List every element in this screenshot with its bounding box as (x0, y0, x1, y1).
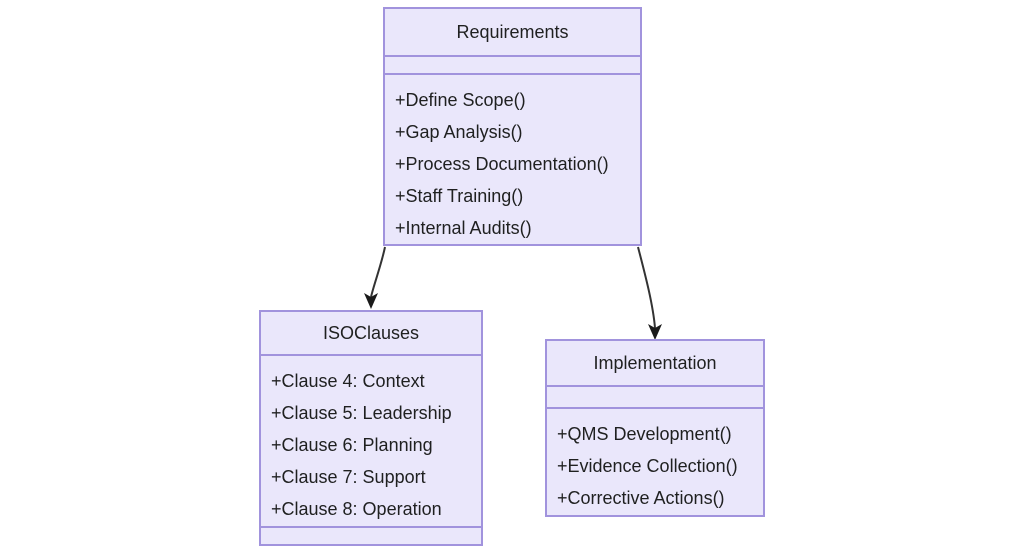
class-method: +Define Scope() (395, 90, 526, 110)
class-methods-implementation: +QMS Development() +Evidence Collection(… (547, 409, 763, 515)
class-method: +Gap Analysis() (395, 122, 523, 142)
class-attributes-implementation (547, 387, 763, 409)
class-method: +Staff Training() (395, 186, 524, 206)
class-method: +Internal Audits() (395, 218, 532, 238)
class-title-implementation: Implementation (547, 341, 763, 387)
uml-class-requirements[interactable]: Requirements +Define Scope() +Gap Analys… (383, 7, 642, 246)
uml-class-implementation[interactable]: Implementation +QMS Development() +Evide… (545, 339, 765, 517)
class-method: +Clause 5: Leadership (271, 403, 452, 423)
class-method: +Clause 6: Planning (271, 435, 433, 455)
class-method: +Process Documentation() (395, 154, 609, 174)
class-method: +Corrective Actions() (557, 488, 725, 508)
class-title-requirements: Requirements (385, 9, 640, 57)
edge-requirements-to-isoclauses (364, 246, 386, 309)
class-method: +Clause 4: Context (271, 371, 425, 391)
class-methods-isoclauses: +Clause 4: Context +Clause 5: Leadership… (261, 356, 481, 528)
class-attributes-requirements (385, 57, 640, 75)
class-method: +Evidence Collection() (557, 456, 738, 476)
class-method: +Clause 7: Support (271, 467, 426, 487)
class-method: +QMS Development() (557, 424, 732, 444)
class-methods-requirements: +Define Scope() +Gap Analysis() +Process… (385, 75, 640, 244)
edge-requirements-to-implementation (637, 246, 662, 340)
class-title-isoclauses: ISOClauses (261, 312, 481, 356)
uml-class-isoclauses[interactable]: ISOClauses +Clause 4: Context +Clause 5:… (259, 310, 483, 546)
class-attributes-isoclauses (261, 528, 481, 544)
class-method: +Clause 8: Operation (271, 499, 442, 519)
